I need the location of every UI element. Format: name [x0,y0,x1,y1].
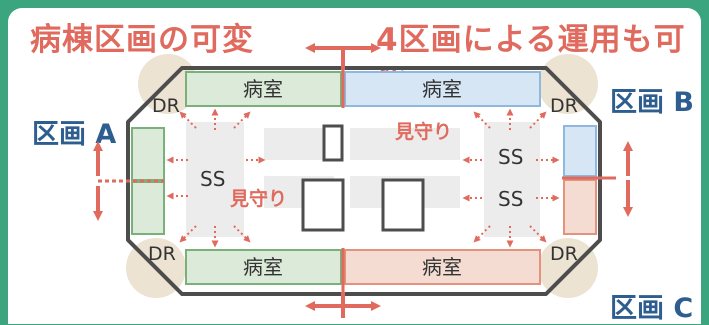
room-bottom-left [185,249,342,285]
side-room-left-1 [131,127,165,181]
ss-right-top-label: SS [498,145,523,169]
title-ward-partition: 病棟区画の可変 [30,22,254,58]
watch-arrow-r1 [473,111,491,129]
core-elevator-2 [381,178,425,232]
side-room-right-upper [563,125,597,177]
room-top-left-label: 病室 [243,77,283,101]
outer-wall [126,66,602,296]
watch-arrow-l3 [233,111,251,129]
watch-arrow-l8 [233,225,251,243]
watch-arrow-r6 [473,225,491,243]
corner-circle-tr [538,54,598,114]
room-bottom-right [344,249,541,285]
dr-bottom-right-label: DR [550,243,578,265]
ss-left-label: SS [200,167,225,191]
zone-b-label: 区画 B [610,87,694,118]
room-top-right-label: 病室 [422,77,462,101]
watch-label-lower: 見守り [230,187,287,210]
watch-arrow-r3 [529,111,547,129]
zone-c-label: 区画 C [610,293,694,324]
corner-circle-br [538,238,598,298]
watch-arrow-r8 [529,225,547,243]
side-room-right-lower [563,179,597,235]
side-room-left-2 [131,181,165,235]
room-bottom-left-label: 病室 [243,255,283,279]
ss-area-right [484,122,540,237]
ss-area-left [186,122,244,237]
core-block-1 [264,128,334,160]
ss-right-bottom-label: SS [498,187,523,211]
dr-top-left-label: DR [152,95,180,117]
core-block-2 [350,128,460,160]
core-elevator-1 [301,178,345,232]
watch-arrow-l6 [179,225,197,243]
room-top-left [185,71,342,107]
room-bottom-right-label: 病室 [422,255,462,279]
dr-bottom-left-label: DR [148,243,176,265]
watch-label-upper: 見守り [395,120,452,143]
dr-top-right-label: DR [550,95,578,117]
room-top-right [344,71,541,107]
core-shaft-small [322,124,344,162]
watch-arrow-l1 [179,111,197,129]
